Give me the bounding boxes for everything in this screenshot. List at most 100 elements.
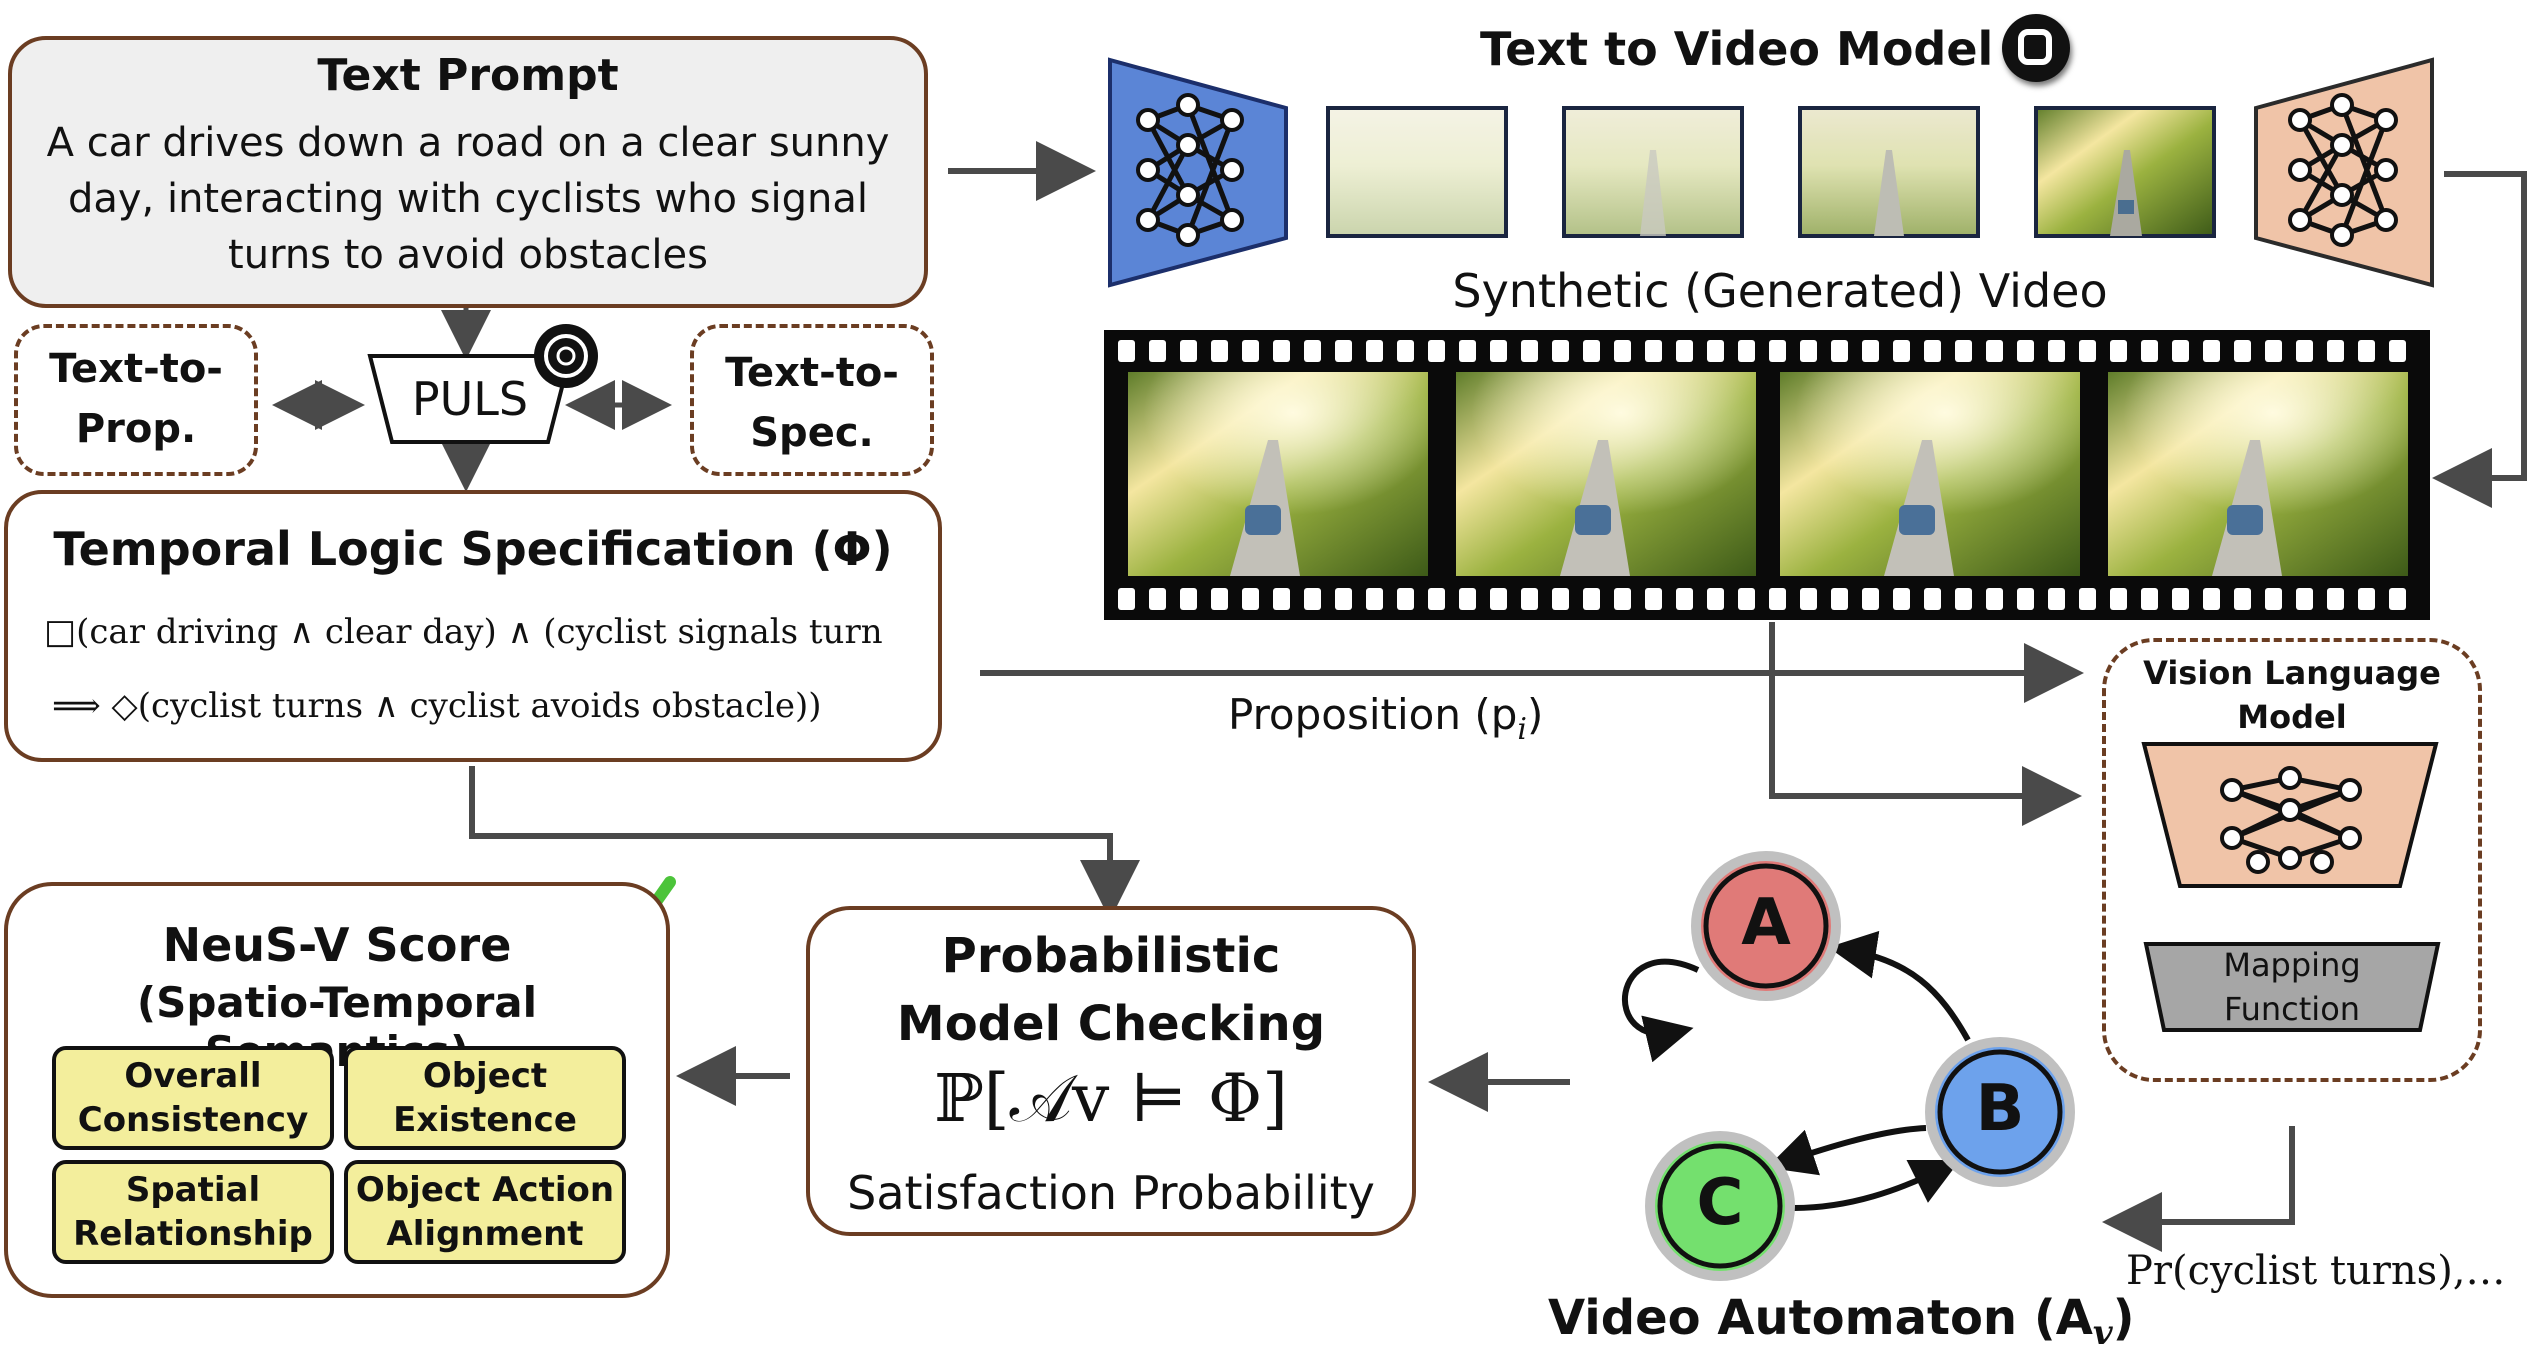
sprocket-hole (1645, 588, 1662, 610)
sprocket-hole (1397, 588, 1414, 610)
video-to-vlm-arrow (1769, 622, 2082, 826)
sprocket-hole (1583, 588, 1600, 610)
sprocket-hole (1738, 340, 1755, 362)
film-strip (1104, 330, 2430, 620)
pmc-formula: ℙ[𝒜v ⊨ Φ] (934, 1060, 1288, 1137)
video-frame-2 (1456, 372, 1756, 576)
sprocket-hole (1924, 340, 1941, 362)
sprocket-hole (1924, 588, 1941, 610)
sprocket-hole (1614, 588, 1631, 610)
sprocket-hole (2110, 340, 2127, 362)
sprocket-hole (1335, 340, 1352, 362)
sprocket-hole (2203, 588, 2220, 610)
sprocket-hole (1211, 588, 1228, 610)
sprocket-hole (2172, 340, 2189, 362)
sprocket-hole (2017, 340, 2034, 362)
sprocket-hole (1242, 340, 1259, 362)
sprocket-hole (2203, 340, 2220, 362)
sprocket-hole (1955, 340, 1972, 362)
automaton-label-subscript: v (2092, 1313, 2113, 1353)
metric-object-action-alignment-line-2: Alignment (386, 1214, 584, 1254)
mapping-function-line-1: Mapping (2223, 946, 2361, 984)
generated-frame-1 (1326, 106, 1508, 238)
sprocket-hole (1831, 588, 1848, 610)
vlm-title-line-2: Model (2237, 698, 2347, 736)
sprocket-hole (1304, 340, 1321, 362)
proposition-close-paren: ) (1527, 690, 1544, 739)
text-prompt-line-2: day, interacting with cyclists who signa… (67, 176, 869, 222)
sprocket-hole (1366, 588, 1383, 610)
sprocket-hole (1242, 588, 1259, 610)
sprocket-hole (1769, 588, 1786, 610)
state-b (1925, 1037, 2075, 1187)
sprocket-hole (1428, 340, 1445, 362)
sprocket-hole (2296, 340, 2313, 362)
sprocket-hole (1583, 340, 1600, 362)
probabilistic-model-checking-box: Probabilistic Model Checking ℙ[𝒜v ⊨ Φ] S… (806, 906, 1416, 1236)
text-to-prop-line-2: Prop. (75, 406, 197, 452)
vlm-title-line-1: Vision Language (2143, 654, 2441, 692)
spec-formula-line-1: □(car driving ∧ clear day) ∧ (cyclist si… (44, 612, 883, 652)
text-to-spec-box: Text-to- Spec. (690, 324, 934, 476)
automaton-label-close-paren: ) (2112, 1290, 2135, 1346)
pmc-satisfaction-label: Satisfaction Probability (847, 1166, 1375, 1220)
openai-icon (534, 324, 598, 388)
sprocket-hole (2172, 588, 2189, 610)
text-prompt-box: Text Prompt A car drives down a road on … (8, 36, 928, 308)
spec-title: Temporal Logic Specification (Φ) (53, 522, 893, 576)
state-c (1645, 1131, 1795, 1281)
sprocket-hole (2389, 588, 2406, 610)
sprocket-hole (1521, 588, 1538, 610)
sprocket-hole (1614, 340, 1631, 362)
text-to-spec-line-1: Text-to- (725, 350, 899, 396)
sprocket-hole (1738, 588, 1755, 610)
sprocket-hole (1800, 340, 1817, 362)
generated-frame-4 (2034, 106, 2216, 238)
puls-label: PULS (411, 372, 529, 426)
text-prompt-line-1: A car drives down a road on a clear sunn… (46, 120, 890, 166)
sprocket-hole (1273, 340, 1290, 362)
text-prompt-title: Text Prompt (317, 50, 619, 101)
sprocket-hole (1211, 340, 1228, 362)
sprocket-hole (2389, 340, 2406, 362)
pmc-title-line-2: Model Checking (896, 996, 1326, 1052)
sprocket-hole (2234, 588, 2251, 610)
sprocket-hole (1769, 340, 1786, 362)
video-frame-3 (1780, 372, 2080, 576)
vlm-to-probability-arrow (2102, 1126, 2295, 1252)
sprocket-hole (1459, 340, 1476, 362)
sprocket-hole (2048, 340, 2065, 362)
decoder-network (2254, 57, 2434, 288)
sprocket-hole (2327, 340, 2344, 362)
metric-object-action-alignment-line-1: Object Action (355, 1170, 615, 1210)
sprocket-hole (1862, 588, 1879, 610)
sprocket-hole (2141, 588, 2158, 610)
sprocket-hole (1955, 588, 1972, 610)
state-a (1691, 851, 1841, 1001)
temporal-logic-spec-box: Temporal Logic Specification (Φ) □(car d… (4, 490, 942, 762)
sprocket-hole (1304, 588, 1321, 610)
sprocket-hole (1707, 588, 1724, 610)
sprocket-hole (2048, 588, 2065, 610)
generated-frame-2 (1562, 106, 1744, 238)
sprocket-hole (1118, 340, 1135, 362)
sprocket-hole (1986, 588, 2003, 610)
sprocket-hole (1521, 340, 1538, 362)
text-to-spec-line-2: Spec. (750, 410, 874, 456)
sprocket-hole (1862, 340, 1879, 362)
sprocket-hole (1490, 588, 1507, 610)
proposition-label: Proposition (pi) (1228, 690, 1543, 747)
sprocket-hole (2234, 340, 2251, 362)
sprocket-hole (2358, 588, 2375, 610)
sprocket-hole (1118, 588, 1135, 610)
sprocket-hole (1273, 588, 1290, 610)
score-title: NeuS-V Score (162, 918, 512, 972)
sprocket-hole (2017, 588, 2034, 610)
sprocket-hole (1149, 340, 1166, 362)
sprocket-hole (2358, 340, 2375, 362)
sprocket-hole (1180, 588, 1197, 610)
sprocket-hole (1676, 340, 1693, 362)
